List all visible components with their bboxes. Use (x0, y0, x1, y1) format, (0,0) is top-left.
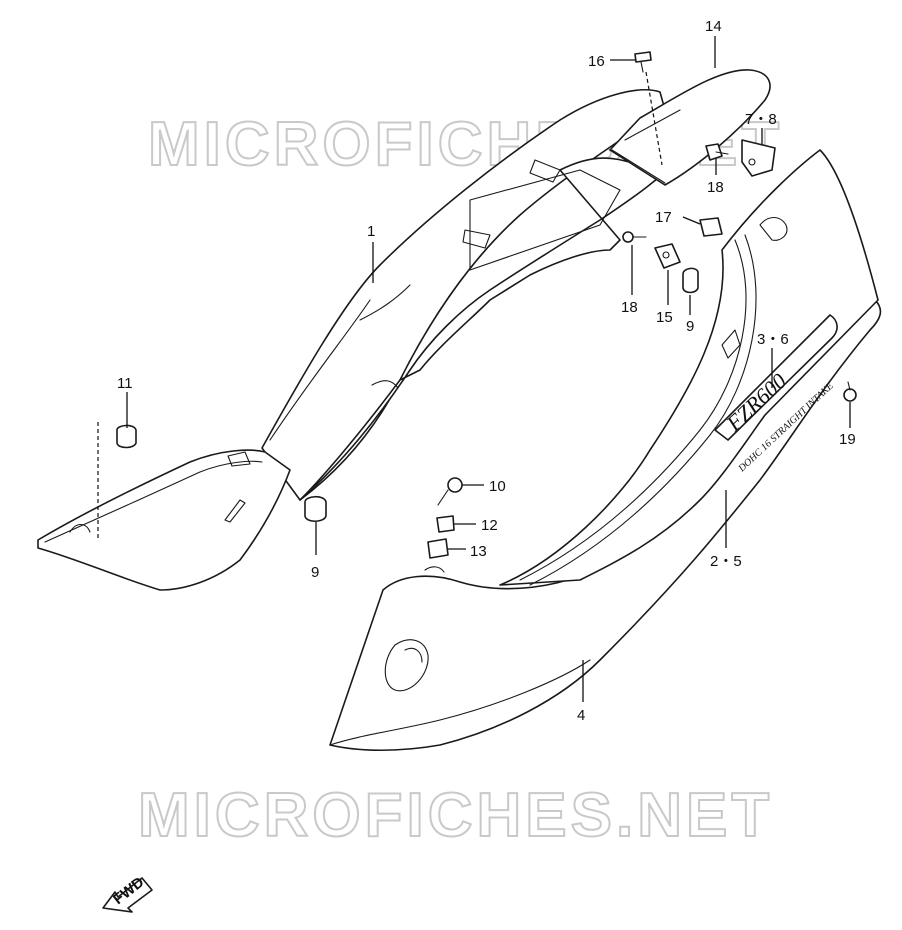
callout-2-5: 2・5 (710, 553, 742, 570)
callout-17: 17 (655, 209, 672, 226)
part-11-grommet (116, 424, 137, 449)
part-19-screw (843, 381, 857, 402)
callout-9-right: 9 (686, 318, 694, 335)
fwd-arrow-icon: FWD (102, 874, 153, 913)
part-10-screw (437, 477, 463, 506)
part-9-grommet-right (682, 267, 699, 294)
part-18-upper-screw (705, 143, 729, 161)
callout-19: 19 (839, 431, 856, 448)
part-9-grommet-left (304, 495, 327, 523)
callout-11: 11 (117, 375, 133, 392)
callout-13: 13 (470, 543, 487, 560)
leader-lines (97, 36, 851, 702)
part-7-8-bracket (741, 139, 776, 177)
part-18-lower-screw (622, 231, 647, 243)
callout-18-upper: 18 (707, 179, 724, 196)
part-13-grommet (427, 538, 449, 559)
part-12-collar (436, 515, 455, 533)
part-16-screw (634, 51, 652, 73)
callout-3-6: 3・6 (757, 331, 789, 348)
part-14-tail-cover (609, 69, 771, 186)
part-15-bracket (654, 243, 681, 269)
callout-12: 12 (481, 517, 498, 534)
part-4-side-cover (329, 149, 882, 752)
callout-9-left: 9 (311, 564, 319, 581)
part-11-side-panel (37, 449, 291, 591)
callout-4: 4 (577, 707, 585, 724)
callout-16: 16 (588, 53, 605, 70)
part-17-clip (699, 217, 723, 237)
watermark-bottom: MICROFICHES.NET (138, 781, 773, 850)
callout-7-8: 7・8 (745, 111, 777, 128)
callout-14: 14 (705, 18, 722, 35)
callout-18-lower: 18 (621, 299, 638, 316)
callout-1: 1 (367, 223, 375, 240)
callout-15: 15 (656, 309, 673, 326)
callout-10: 10 (489, 478, 506, 495)
